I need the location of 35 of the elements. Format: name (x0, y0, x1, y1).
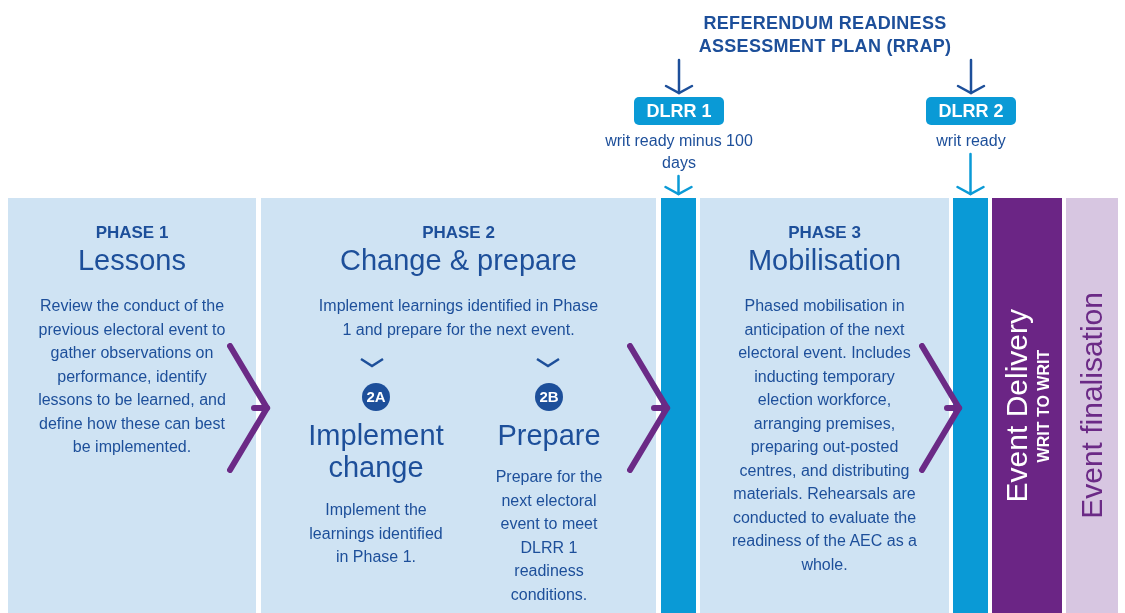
event-panel (1066, 198, 1118, 613)
milestone-bar (953, 198, 988, 613)
step-badge: 2B (535, 383, 563, 411)
event-title: Event finalisation (1075, 292, 1109, 519)
arrow (664, 174, 693, 196)
step-description: Implement the learnings identified in Phase 1. (308, 500, 444, 567)
phase-description: Implement learnings identified in Phase 1 and prepare for the next event. (317, 296, 600, 340)
phase-panel (700, 198, 949, 613)
step-description: Prepare for the next electoral event to meet DLRR 1 readiness conditions. (494, 467, 604, 605)
event-panel (992, 198, 1062, 613)
event-title: Event Delivery (1000, 308, 1034, 503)
milestone-note: writ ready minus 100 days (604, 131, 754, 173)
plan-heading: REFERENDUM READINESS ASSESSMENT PLAN (RRAP) (680, 12, 970, 58)
arrow (956, 152, 985, 196)
step-title: Implement change (307, 419, 445, 483)
step-badge: 2A (362, 383, 390, 411)
arrow (919, 343, 962, 473)
phase-title: Mobilisation (746, 244, 903, 276)
phase-number: PHASE 3 (787, 223, 862, 243)
phase-description: Phased mobilisation in anticipation of the next electoral event. Includes inducting temporary election workforce, arranging premises, preparing out-posted centres, and distributing materials. Rehearsals are conducted to evaluate the readiness of the AEC as a whole. (731, 296, 918, 575)
arrow (664, 58, 694, 95)
arrow (627, 343, 670, 473)
phase-description: Review the conduct of the previous electoral event to gather observations on performance, identify lessons to be learned, and define how these can best be implemented. (37, 296, 227, 457)
milestone-note: writ ready (935, 131, 1007, 151)
phase-number: PHASE 2 (421, 223, 496, 243)
step-title: Prepare (496, 419, 602, 451)
event-subtitle: WRIT TO WRIT (1034, 349, 1053, 462)
phase-panel (261, 198, 656, 613)
phase-panel (8, 198, 256, 613)
arrow (227, 343, 270, 473)
phase-title: Change & prepare (339, 244, 578, 276)
phase-number: PHASE 1 (94, 223, 170, 243)
phase-title: Lessons (77, 244, 187, 276)
milestone-bar (661, 198, 696, 613)
arrow (956, 58, 986, 95)
